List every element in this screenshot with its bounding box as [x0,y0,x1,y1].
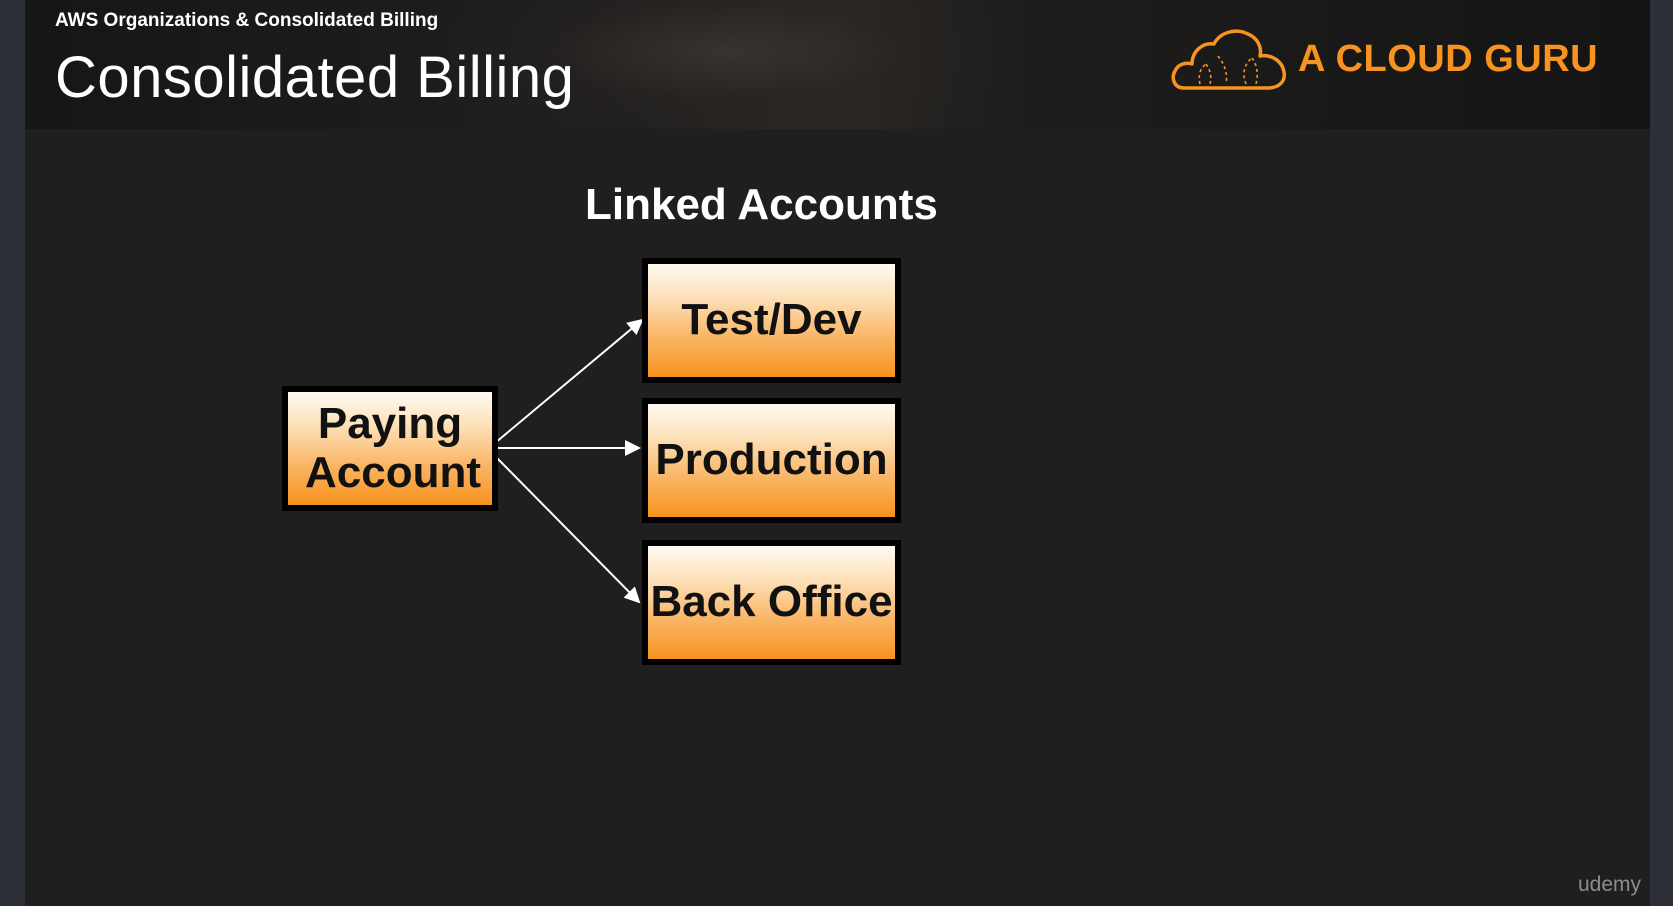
arrow-to-back-office [494,455,641,604]
slide: AWS Organizations & Consolidated Billing… [25,0,1650,906]
linked-account-test-dev: Test/Dev [642,258,901,383]
arrow-to-test-dev [494,318,644,444]
paying-account-box: Paying Account [282,386,498,511]
test-dev-label: Test/Dev [681,295,862,345]
brand-logo: A CLOUD GURU [1170,22,1630,97]
slide-header: AWS Organizations & Consolidated Billing… [25,0,1650,129]
course-title: AWS Organizations & Consolidated Billing [55,10,439,31]
brand-name: A CLOUD GURU [1298,38,1599,80]
linked-account-back-office: Back Office [642,540,901,665]
paying-account-label: Paying Account [305,399,481,497]
linked-accounts-heading: Linked Accounts [585,180,938,229]
presenter-background [445,0,1005,129]
cloud-logo-icon [1171,29,1287,90]
page-title: Consolidated Billing [55,45,575,110]
linked-account-production: Production [642,398,901,523]
udemy-watermark: udemy [1578,873,1642,896]
production-label: Production [655,435,888,485]
back-office-label: Back Office [650,577,893,627]
